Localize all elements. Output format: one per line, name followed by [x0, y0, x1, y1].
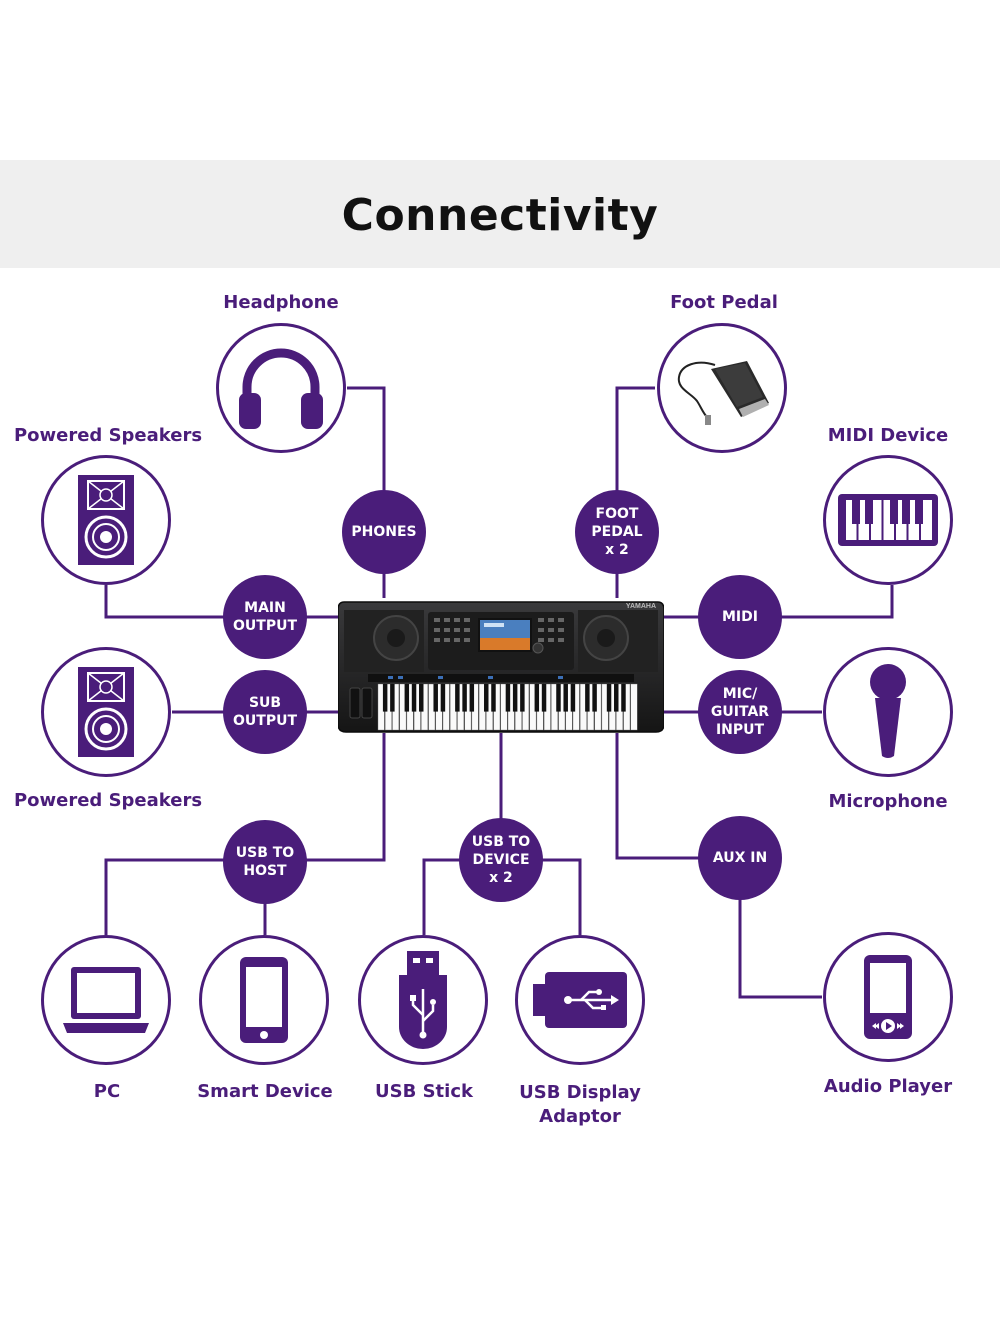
port-phones: PHONES [342, 490, 426, 574]
powered-speakers-top-label: Powered Speakers [13, 425, 203, 446]
black-key [570, 684, 576, 712]
page-title: Connectivity [341, 190, 659, 241]
midi-keyboard-icon [838, 494, 938, 546]
black-key [462, 684, 467, 712]
usb-stick-label: USB Stick [375, 1081, 473, 1102]
laptop-icon [63, 967, 149, 1033]
port-foot-pedal: FOOT PEDAL x 2 [575, 490, 659, 574]
port-midi: MIDI [698, 575, 782, 659]
headphone-icon [239, 348, 323, 429]
black-key [382, 684, 388, 712]
black-keys [382, 684, 626, 712]
black-key [606, 684, 612, 712]
black-key [585, 684, 590, 712]
black-key [440, 684, 446, 712]
midi-device-circle [823, 455, 953, 585]
usb-display-adaptor-icon [533, 972, 627, 1028]
black-key [411, 684, 417, 712]
pc-circle [41, 935, 171, 1065]
black-key [484, 684, 489, 712]
port-mic-guitar-input: MIC/ GUITAR INPUT [698, 670, 782, 754]
foot-pedal-circle [657, 323, 787, 453]
black-key [390, 684, 395, 712]
usb-display-adaptor-circle [515, 935, 645, 1065]
microphone-circle [823, 647, 953, 777]
black-key [512, 684, 518, 712]
microphone-label: Microphone [828, 791, 948, 812]
microphone-icon [870, 664, 906, 758]
black-key [534, 684, 540, 712]
usb-stick-circle [358, 935, 488, 1065]
foot-pedal-icon [677, 361, 769, 425]
black-key [491, 684, 496, 712]
midi-device-label: MIDI Device [827, 425, 949, 446]
powered-speakers-bottom-label: Powered Speakers [13, 790, 203, 811]
foot-pedal-label: Foot Pedal [670, 292, 778, 313]
speaker-bottom-circle [41, 647, 171, 777]
usb-display-adaptor-label: USB Display Adaptor [519, 1082, 641, 1127]
headphone-circle [216, 323, 346, 453]
black-key [455, 684, 460, 712]
keyboard-illustration: YAMAHA [338, 601, 664, 733]
black-key [563, 684, 568, 712]
keyboard-screen [478, 618, 532, 652]
audio-player-circle [823, 932, 953, 1062]
speaker-top-circle [41, 455, 171, 585]
port-main-output: MAIN OUTPUT [223, 575, 307, 659]
black-key [556, 684, 561, 712]
port-usb-to-host: USB TO HOST [223, 820, 307, 904]
keyboard-brand: YAMAHA [626, 603, 656, 610]
black-key [505, 684, 511, 712]
pc-label: PC [93, 1081, 121, 1102]
white-keys [377, 683, 638, 731]
black-key [404, 684, 410, 712]
speaker-icon [78, 475, 134, 565]
headphone-label: Headphone [223, 292, 339, 313]
port-sub-output: SUB OUTPUT [223, 670, 307, 754]
usb-stick-icon [399, 951, 447, 1049]
black-key [541, 684, 547, 712]
right-speaker [578, 610, 658, 672]
black-key [469, 684, 475, 712]
speaker-icon [78, 667, 134, 757]
port-usb-to-device: USB TO DEVICE x 2 [459, 818, 543, 902]
smart-device-label: Smart Device [197, 1081, 333, 1102]
audio-player-icon [864, 955, 912, 1039]
white-key [630, 683, 638, 731]
smartphone-icon [240, 957, 288, 1043]
audio-player-label: Audio Player [823, 1076, 953, 1097]
header-band [0, 160, 1000, 268]
port-aux-in: AUX IN [698, 816, 782, 900]
black-key [520, 684, 525, 712]
black-key [433, 684, 438, 712]
black-key [614, 684, 619, 712]
black-key [592, 684, 597, 712]
smart-device-circle [199, 935, 329, 1065]
left-speaker [344, 610, 424, 672]
black-key [419, 684, 424, 712]
black-key [621, 684, 626, 712]
